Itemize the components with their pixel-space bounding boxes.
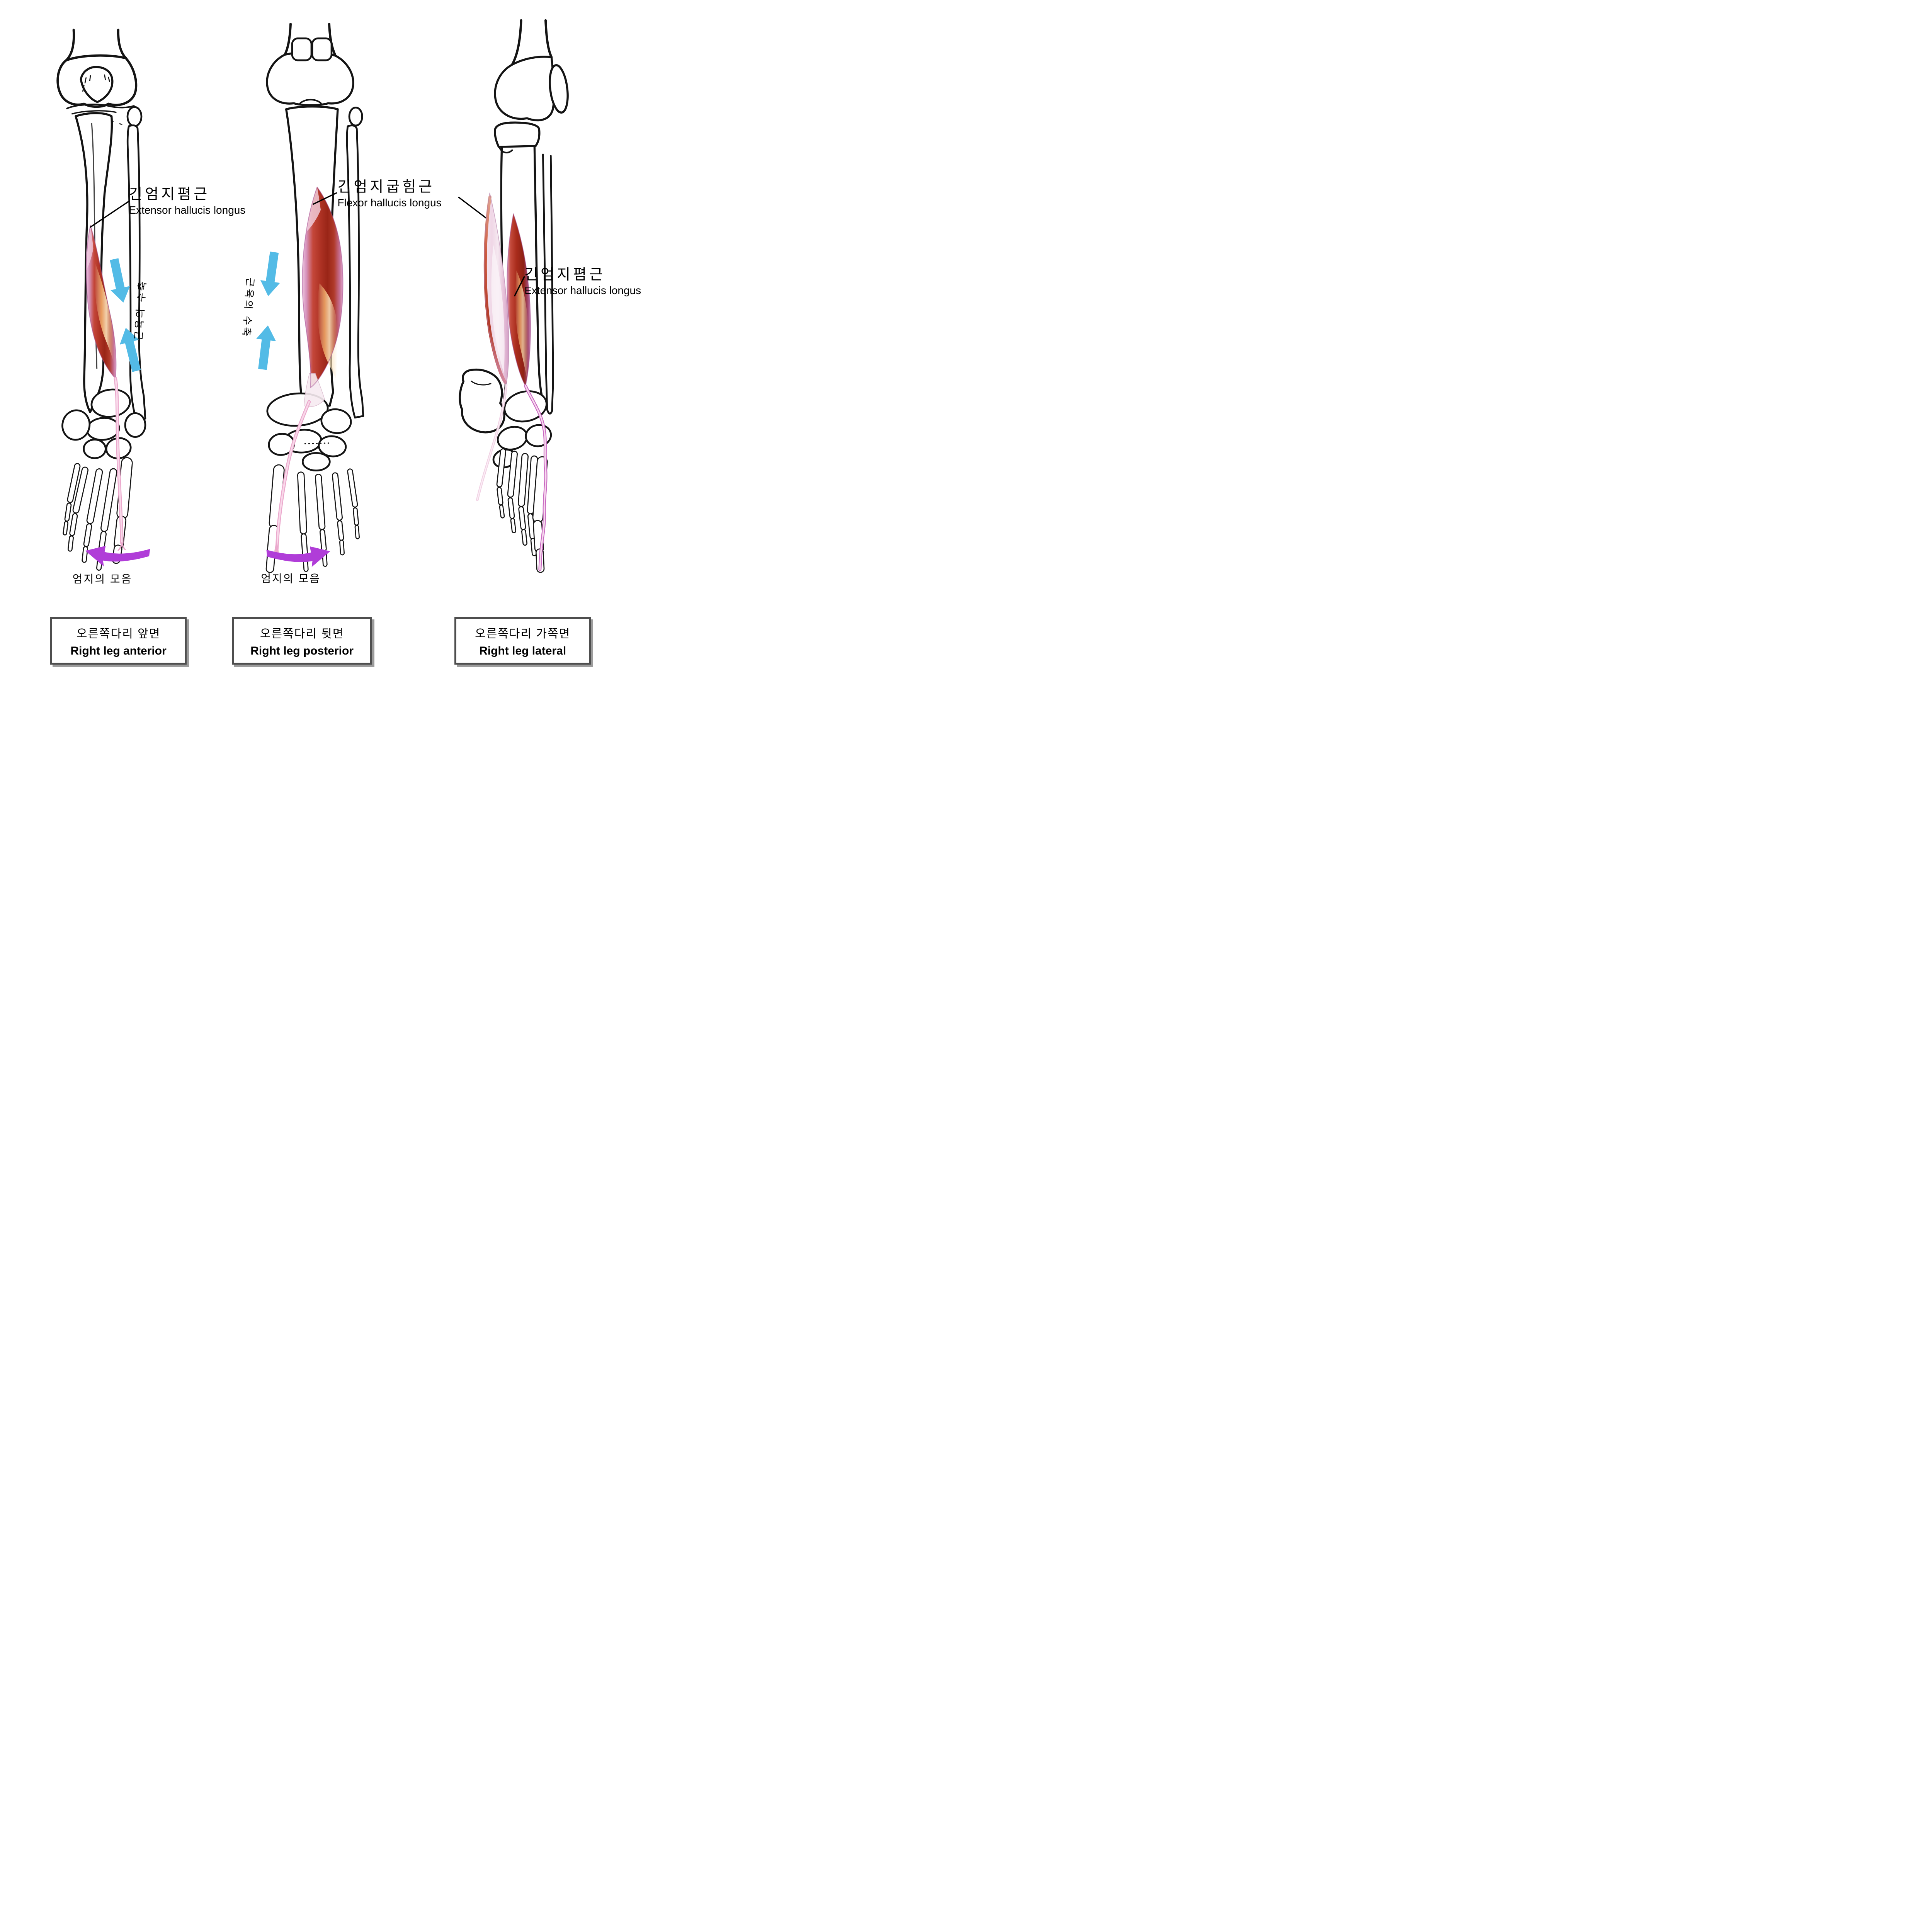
caption-posterior-en: Right leg posterior	[250, 644, 354, 657]
leader-line-posterior-right	[458, 196, 489, 220]
leg-anterior-illustration	[56, 29, 150, 571]
muscle-label-posterior: 긴엄지굽힘근 Flexor hallucis longus	[337, 179, 441, 209]
caption-anterior-ko: 오른쪽다리 앞면	[76, 627, 161, 640]
tendons-lateral	[476, 383, 548, 571]
muscle-label-anterior-en: Extensor hallucis longus	[129, 204, 246, 216]
caption-lateral-en: Right leg lateral	[479, 644, 566, 657]
ehl-tendon-anterior	[114, 376, 126, 551]
caption-posterior-ko: 오른쪽다리 뒷면	[260, 627, 344, 640]
contraction-down-arrow-posterior	[260, 252, 280, 296]
fhl-muscle-lateral	[483, 192, 509, 385]
leg-posterior-illustration	[256, 23, 489, 573]
adduction-arrow-anterior	[85, 546, 150, 566]
contraction-up-arrow-posterior	[256, 325, 276, 370]
knee-bones-anterior	[56, 29, 143, 128]
caption-box-anterior: 오른쪽다리 앞면 Right leg anterior	[50, 617, 187, 665]
muscle-label-lateral: 긴엄지폄근 Extensor hallucis longus	[524, 267, 641, 297]
muscle-label-anterior-ko: 긴엄지폄근	[129, 186, 210, 203]
contraction-up-arrow-anterior	[119, 328, 141, 372]
anatomy-diagram-page: 긴엄지폄근 Extensor hallucis longus 긴엄지굽힘근 Fl…	[0, 0, 700, 692]
muscle-label-posterior-ko: 긴엄지굽힘근	[337, 179, 435, 195]
contraction-down-arrow-anterior	[110, 258, 130, 303]
foot-bones-posterior	[265, 392, 360, 573]
muscle-label-lateral-ko: 긴엄지폄근	[524, 266, 605, 283]
fhl-muscle-posterior	[302, 187, 344, 407]
ehl-muscle-lateral	[507, 213, 531, 386]
leg-lateral-illustration	[459, 19, 569, 573]
ehl-muscle-anterior	[86, 224, 117, 379]
toe-adduction-label-posterior: 엄지의 모음	[261, 572, 321, 585]
muscle-label-anterior: 긴엄지폄근 Extensor hallucis longus	[129, 187, 245, 216]
toe-adduction-label-anterior: 엄지의 모음	[72, 573, 133, 585]
knee-bones-posterior	[266, 23, 363, 127]
adduction-arrow-posterior	[266, 546, 330, 567]
caption-anterior-en: Right leg anterior	[70, 644, 167, 657]
leader-line-posterior-left	[313, 192, 337, 205]
anatomy-artwork	[56, 19, 569, 573]
muscle-label-lateral-en: Extensor hallucis longus	[524, 284, 641, 296]
leader-line-anterior	[90, 201, 130, 228]
leader-line-lateral	[514, 276, 525, 296]
muscle-label-posterior-en: Flexor hallucis longus	[337, 196, 442, 209]
caption-lateral-ko: 오른쪽다리 가쪽면	[475, 627, 571, 640]
caption-box-lateral: 오른쪽다리 가쪽면 Right leg lateral	[454, 617, 591, 665]
foot-bones-lateral	[459, 368, 552, 573]
foot-bones-anterior	[61, 388, 146, 571]
caption-box-posterior: 오른쪽다리 뒷면 Right leg posterior	[231, 617, 372, 665]
knee-bones-lateral	[493, 19, 569, 153]
